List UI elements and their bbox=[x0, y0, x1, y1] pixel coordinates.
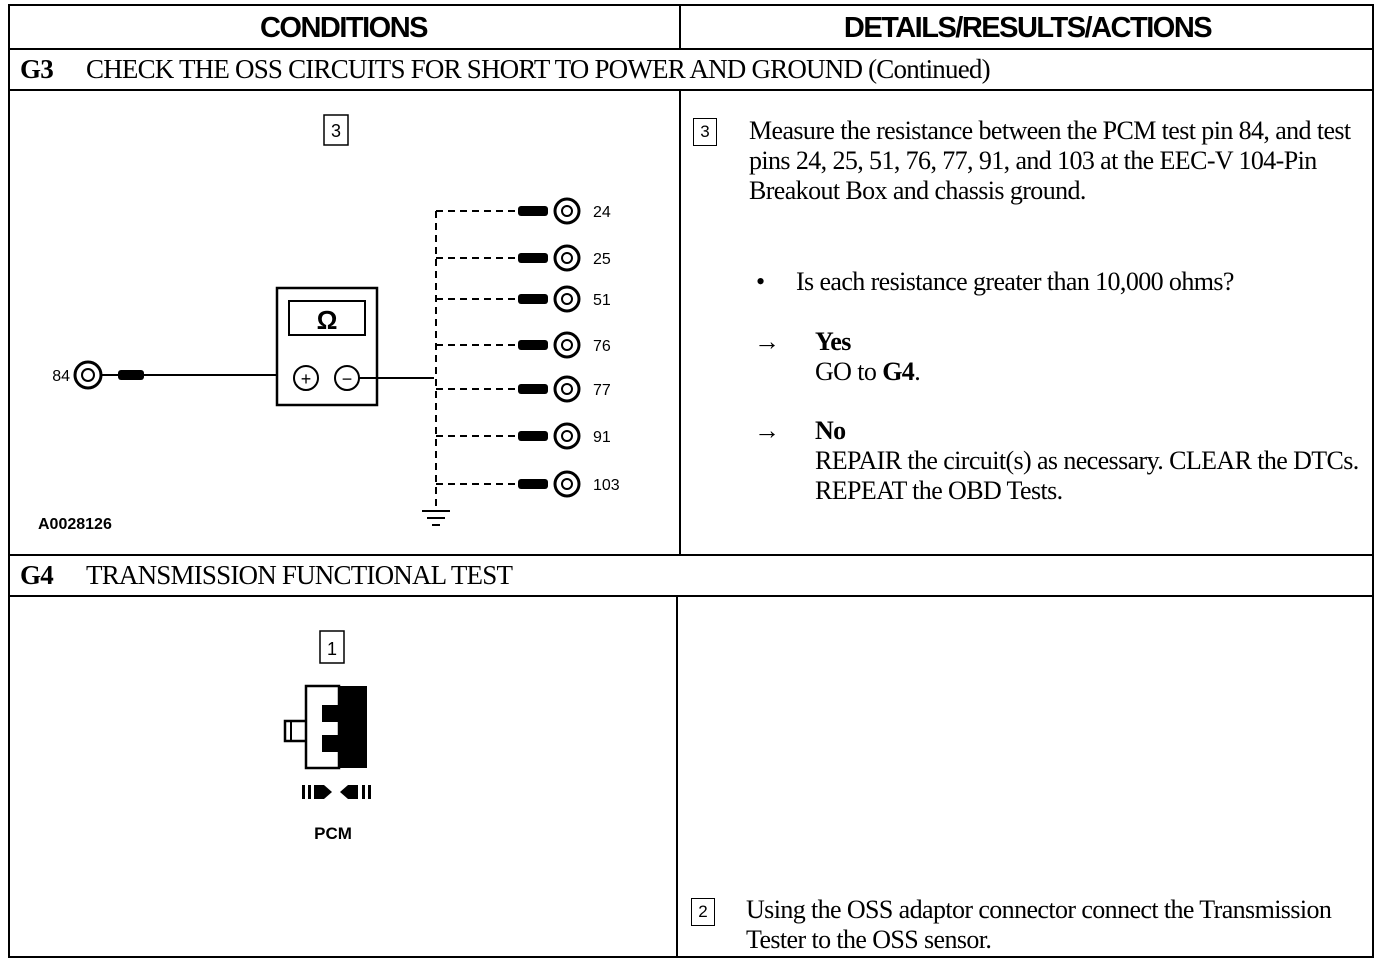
header-column-divider bbox=[679, 4, 681, 49]
yes-label: Yes bbox=[815, 327, 851, 356]
g3-question-bullet: • bbox=[756, 267, 765, 296]
g3-column-divider bbox=[679, 89, 681, 556]
yes-action-suffix: . bbox=[914, 357, 921, 386]
pin-row-51: 51 bbox=[436, 285, 611, 313]
yes-arrow: → bbox=[754, 327, 780, 356]
plus-terminal: + bbox=[301, 369, 312, 389]
g4-pcm-diagram: 1 PCM bbox=[283, 630, 371, 843]
pin-label-25: 25 bbox=[593, 251, 611, 268]
g3-diagram-step: 3 bbox=[331, 121, 341, 141]
g4-diagram-step: 1 bbox=[327, 639, 337, 659]
probe-icon bbox=[102, 370, 144, 380]
no-action: REPAIR the circuit(s) as necessary. CLEA… bbox=[815, 446, 1359, 505]
pin-label-77: 77 bbox=[593, 382, 611, 399]
pin-row-25: 25 bbox=[436, 244, 611, 272]
probe-icon bbox=[518, 253, 548, 263]
pin-connector-icon bbox=[553, 331, 581, 359]
pin-label-24: 24 bbox=[593, 204, 611, 221]
pin-socket-icon bbox=[561, 339, 573, 351]
pin-connector-icon bbox=[553, 244, 581, 272]
pin-connector-icon bbox=[73, 360, 103, 390]
pin-socket-icon bbox=[561, 430, 573, 442]
ground-icon bbox=[422, 510, 450, 526]
pin-label-103: 103 bbox=[593, 477, 620, 494]
probe-icon bbox=[518, 384, 548, 394]
pin-socket-icon bbox=[561, 205, 573, 217]
g3-step-box bbox=[323, 114, 349, 146]
pin-row-91: 91 bbox=[436, 422, 611, 450]
pin-connector-icon bbox=[553, 470, 581, 498]
pin-row-77: 77 bbox=[436, 375, 611, 403]
details-header: DETAILS/RESULTS/ACTIONS bbox=[843, 11, 1213, 44]
g3-code: G3 bbox=[20, 54, 54, 84]
g4-step-box-right: 2 bbox=[691, 898, 715, 926]
g4-code: G4 bbox=[20, 560, 54, 590]
no-label: No bbox=[815, 416, 846, 445]
pin-row-24: 24 bbox=[436, 197, 611, 225]
pin-socket-icon bbox=[561, 293, 573, 305]
minus-terminal: − bbox=[342, 369, 353, 389]
g3-instruction: Measure the resistance between the PCM t… bbox=[749, 116, 1351, 205]
pin-connector-icon bbox=[553, 422, 581, 450]
disconnect-arrows-icon bbox=[302, 785, 371, 799]
pcm-connector-icon bbox=[283, 684, 367, 770]
pin-connector-icon bbox=[553, 197, 581, 225]
procedure-table bbox=[8, 4, 1374, 958]
g3-title: CHECK THE OSS CIRCUITS FOR SHORT TO POWE… bbox=[86, 54, 991, 84]
probe-icon bbox=[518, 206, 548, 216]
g3-question: Is each resistance greater than 10,000 o… bbox=[796, 267, 1234, 296]
pin-socket-icon bbox=[561, 383, 573, 395]
g3-title-divider bbox=[8, 89, 1374, 91]
no-arrow: → bbox=[754, 416, 780, 445]
pin-connector-icon bbox=[553, 285, 581, 313]
pin-label-76: 76 bbox=[593, 338, 611, 355]
yes-action-prefix: GO to bbox=[815, 357, 883, 386]
pin-row-76: 76 bbox=[436, 331, 611, 359]
pin-socket-icon bbox=[561, 478, 573, 490]
g4-title-divider bbox=[8, 595, 1374, 597]
goto-g4-link[interactable]: G4 bbox=[882, 357, 915, 386]
g3-ohmmeter-diagram: 3 84 Ω + − 24 25 51 76 77 91 103 A0028126 bbox=[38, 114, 620, 533]
ohmmeter-icon bbox=[275, 286, 379, 407]
g4-section-title: G4 TRANSMISSION FUNCTIONAL TEST bbox=[20, 560, 513, 591]
pin-socket-icon bbox=[561, 252, 573, 264]
g3-end-divider bbox=[8, 554, 1374, 556]
g4-column-divider bbox=[676, 595, 678, 958]
conditions-header: CONDITIONS bbox=[259, 11, 429, 44]
pin-connector-icon bbox=[553, 375, 581, 403]
header-divider bbox=[8, 48, 1374, 50]
yes-action: GO to G4. bbox=[815, 357, 921, 387]
pin-label-51: 51 bbox=[593, 292, 611, 309]
probe-icon bbox=[518, 294, 548, 304]
probe-icon bbox=[518, 340, 548, 350]
ohm-symbol: Ω bbox=[317, 305, 338, 335]
pcm-label: PCM bbox=[314, 824, 352, 843]
pin-row-103: 103 bbox=[436, 470, 620, 498]
pin-label-91: 91 bbox=[593, 429, 611, 446]
g4-step-box bbox=[319, 630, 345, 664]
figure-id: A0028126 bbox=[38, 516, 112, 533]
g3-section-title: G3 CHECK THE OSS CIRCUITS FOR SHORT TO PO… bbox=[20, 54, 991, 85]
g3-step-box-right: 3 bbox=[693, 118, 717, 146]
probe-icon bbox=[518, 479, 548, 489]
g4-instruction: Using the OSS adaptor connector connect … bbox=[746, 895, 1332, 954]
probe-icon bbox=[518, 431, 548, 441]
g4-title: TRANSMISSION FUNCTIONAL TEST bbox=[86, 560, 513, 590]
pin-label-84: 84 bbox=[52, 368, 70, 385]
pin-rows: 24 25 51 76 77 91 103 bbox=[436, 197, 620, 498]
